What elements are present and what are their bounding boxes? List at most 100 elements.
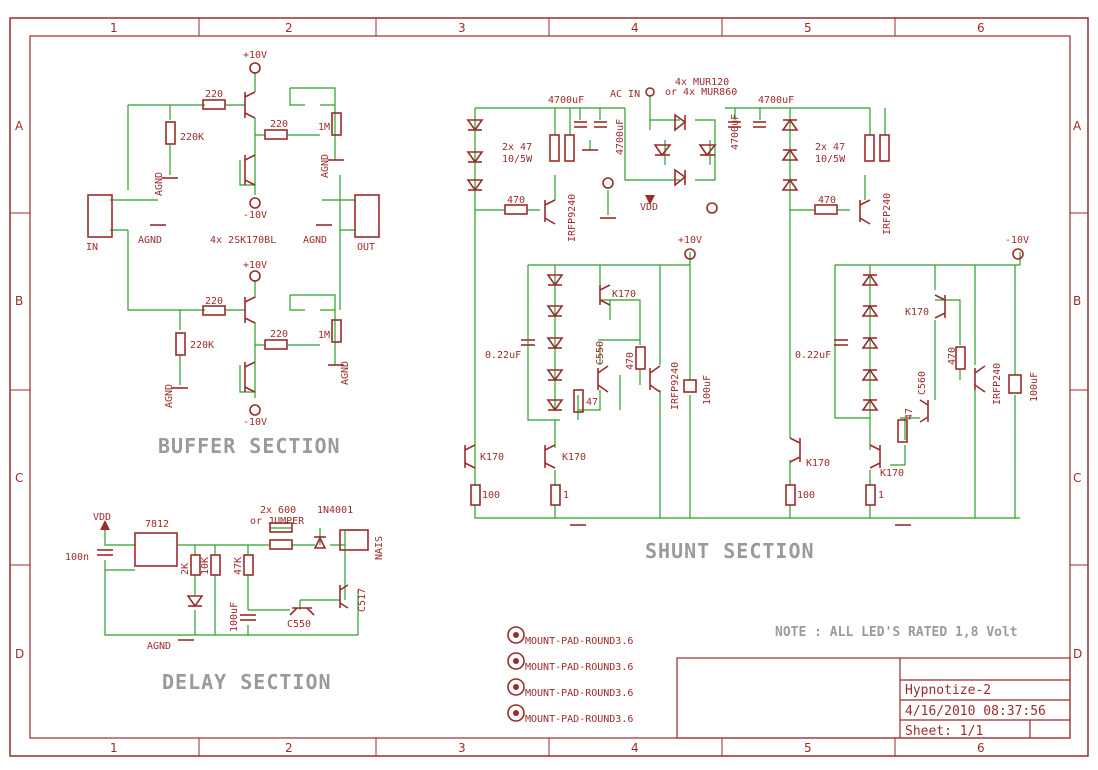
label-k170-top-right: K170 [905,307,929,318]
diode-1n4001 [313,536,327,549]
mount-pad-label-2: MOUNT-PAD-ROUND3.6 [525,662,633,673]
label-irfp240: IRFP240 [882,193,893,235]
label-k170-brr: K170 [880,468,904,479]
label-irfp9240: IRFP9240 [567,194,578,242]
resistor-47-left-b [564,134,575,162]
mosfet-irfp240-2 [974,365,986,393]
jfet-q1 [244,91,256,119]
transistor-k170-top-left [599,284,611,306]
label-k170-top-left: K170 [612,289,636,300]
column-labels-top: 1 2 3 4 5 6 [110,21,985,35]
cap-100n [97,549,113,556]
row-a-right: A [1073,119,1082,133]
agnd-symbols [150,159,344,389]
col-1-bottom: 1 [110,741,118,755]
capacitors-top [521,121,1022,394]
col-5: 5 [804,21,812,35]
mosfet-irfp240 [859,199,871,225]
label-agnd-out: AGND [303,235,327,246]
led-delay [186,595,204,608]
supply-neg-shunt [1012,248,1024,260]
input-connector [87,194,113,238]
label-nais: NAIS [374,536,385,560]
label-agnd-delay: AGND [147,641,171,652]
label-diodes-alt: or 4x MUR860 [665,87,737,98]
transistor-c550-delay [289,607,315,616]
vdd-arrow [645,195,655,205]
terminal-right [706,202,718,214]
resistor-220k-bottom [175,332,186,356]
label-1n4001: 1N4001 [317,505,353,516]
label-vdd-delay: VDD [93,512,111,523]
ac-in-terminal [645,87,655,97]
label-7812: 7812 [145,519,169,530]
label-r1-left: 1 [563,490,569,501]
column-labels-bottom: 1 2 3 4 5 6 [110,741,985,755]
relay-nais [339,529,369,551]
mount-pads: MOUNT-PAD-ROUND3.6 MOUNT-PAD-ROUND3.6 MO… [507,626,633,725]
row-c-right: C [1073,471,1081,485]
jfet-q2 [244,154,256,186]
row-a-left: A [15,119,24,133]
resistor-220-top [202,99,226,110]
label-jumper-or: or JUMPER [250,516,305,527]
row-d-right: D [1073,647,1082,661]
label-r220-mid-bottom: 220 [270,329,288,340]
label-r470-left: 470 [507,195,525,206]
regulator-7812 [134,532,178,567]
label-res-rating-left: 10/5W [502,154,533,165]
resistor-47-mid-right [897,419,908,443]
resistor-220k-top [165,121,176,145]
label-1m-bottom: 1M [318,330,330,341]
label-vdd: VDD [640,202,658,213]
mosfet-irfp9240 [544,199,556,225]
label-220k-bottom: 220K [190,340,214,351]
resistor-220-mid [264,129,288,140]
label-r220-top: 220 [205,89,223,100]
transistor-c550 [597,365,609,393]
label-r100-left: 100 [482,490,500,501]
label-cap-vert-left: 4700uF [615,119,626,155]
label-cap-100-right: 100uF [1029,372,1040,402]
label-jumper: 2x 600 [260,505,296,516]
supply-pos-top [249,62,261,74]
label-plus10v-bottom: +10V [243,260,267,271]
resistor-1-left [550,484,561,506]
label-diodes: 4x MUR120 [675,77,729,88]
led-string-mid-left [546,274,564,412]
resistor-47-mid-left [573,389,584,413]
label-minus10v-shunt: -10V [1005,235,1029,246]
transistor-c517 [339,584,349,609]
resistor-100-left [470,484,481,506]
label-cap-022-right: 0.22uF [795,350,831,361]
label-cap-left: 4700uF [548,95,584,106]
buffer-section-title: BUFFER SECTION [158,434,341,458]
resistor-470-right [814,204,838,215]
delay-section: VDD 7812 100n 2K 10K 47K 100uF 2x 600 or… [65,505,385,652]
label-agnd-right-top: AGND [320,154,331,178]
row-b-left: B [15,294,23,308]
title-date: 4/16/2010 08:37:56 [905,704,1046,719]
label-cap-100-left: 100uF [702,375,713,405]
label-k170-bm: K170 [562,452,586,463]
resistor-470-mid-left [635,346,646,370]
label-out: OUT [357,242,375,253]
label-c550-delay: C550 [287,619,311,630]
label-100n: 100n [65,552,89,563]
label-10k: 10K [200,557,211,575]
label-1m-top: 1M [318,122,330,133]
buffer-section: +10V -10V +10V -10V 220 220 220 220 220K… [86,50,380,428]
jumper-b [269,539,293,550]
supply-pos-bottom [249,270,261,282]
led-string-top-left [466,119,484,192]
led-string-top-right [781,118,799,191]
col-1: 1 [110,21,118,35]
label-plus10v-top: +10V [243,50,267,61]
row-b-right: B [1073,294,1081,308]
label-2k: 2K [180,563,191,575]
label-r220-bottom: 220 [205,296,223,307]
resistor-47-right-b [879,134,890,162]
jfet-q3 [244,296,256,324]
resistor-220-bottom [202,305,226,316]
